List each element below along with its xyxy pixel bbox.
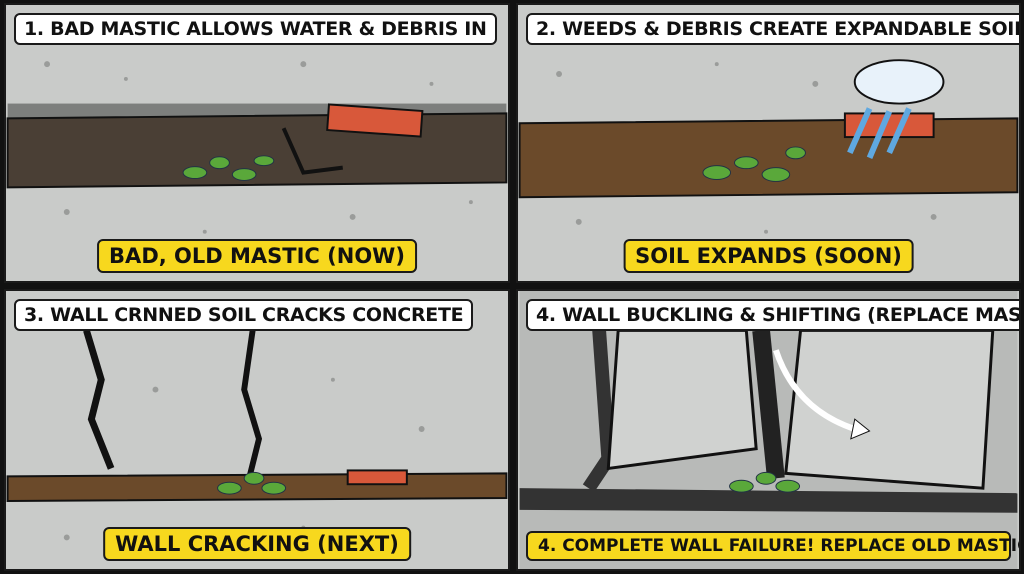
bad-mastic-illustration: [6, 61, 508, 234]
panel-title: 1. BAD MASTIC ALLOWS WATER & DEBRIS IN: [14, 13, 497, 45]
wall-failure-illustration: [519, 291, 1018, 569]
panel-caption: 4. COMPLETE WALL FAILURE! REPLACE OLD MA…: [526, 531, 1019, 561]
panel-3-wall-cracking: 3. WALL CRNNED SOIL CRACKS CONCRETE WALL…: [4, 289, 510, 571]
panel-2-soil-expands: 2. WEEDS & DEBRIS CREATE EXPANDABLE SOIL…: [516, 3, 1021, 283]
arrow-icon: [773, 349, 856, 432]
panel-title: 3. WALL CRNNED SOIL CRACKS CONCRETE: [14, 299, 474, 331]
panel-caption: BAD, OLD MASTIC (NOW): [97, 239, 417, 273]
wall-cracking-illustration: [6, 320, 508, 541]
rain-cloud-icon: [853, 59, 945, 105]
panel-1-bad-mastic: 1. BAD MASTIC ALLOWS WATER & DEBRIS IN B…: [4, 3, 510, 283]
panel-title: 4. WALL BUCKLING & SHIFTING (REPLACE MAS…: [526, 299, 1019, 331]
panel-4-wall-failure: 4. WALL BUCKLING & SHIFTING (REPLACE MAS…: [516, 289, 1021, 571]
panel-caption: WALL CRACKING (NEXT): [103, 527, 411, 561]
expanding-soil-illustration: [518, 59, 1019, 234]
panel-caption: SOIL EXPANDS (SOON): [623, 239, 914, 273]
panel-title: 2. WEEDS & DEBRIS CREATE EXPANDABLE SOIL: [526, 13, 1019, 45]
rain-arrows-icon: [847, 107, 912, 159]
